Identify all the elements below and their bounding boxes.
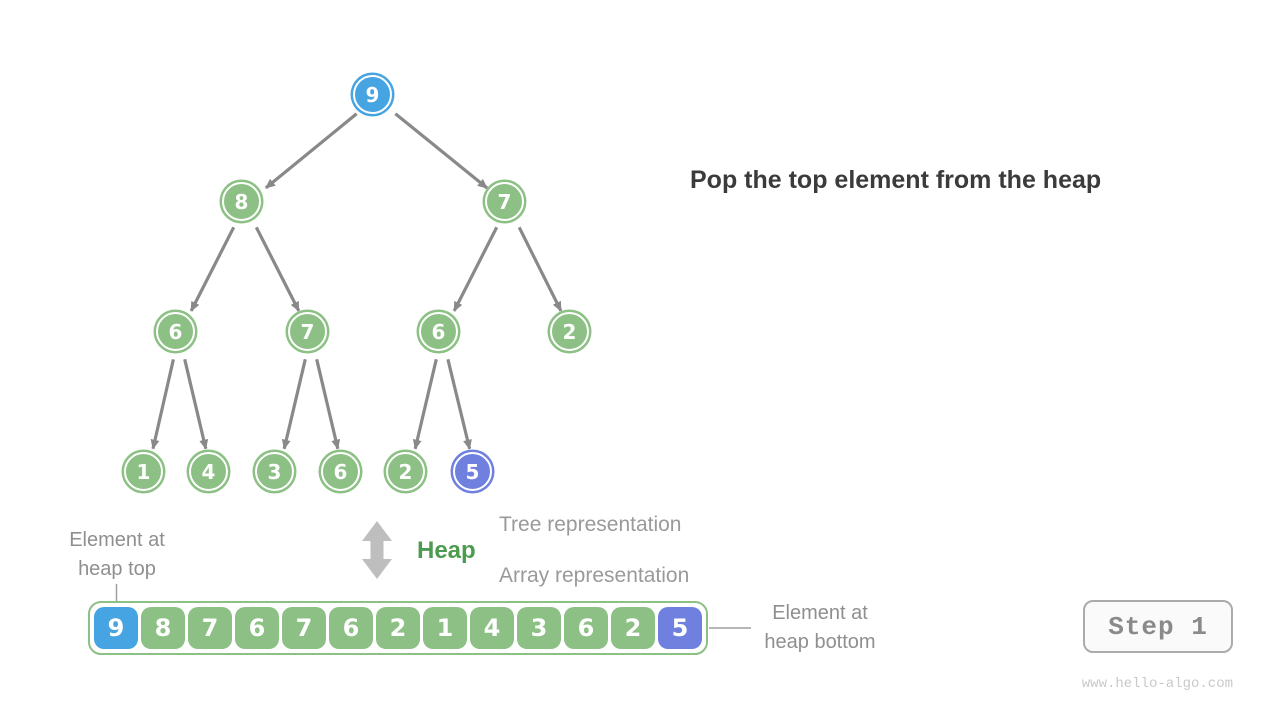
tree-node: 7	[485, 182, 524, 221]
heap-array: 9 8 7 6 7 6 2 1 4 3 6 2 5	[88, 601, 708, 655]
watermark: www.hello-algo.com	[1081, 676, 1233, 692]
array-representation-label: Array representation	[499, 564, 690, 587]
tree-node: 6	[321, 452, 360, 491]
array-cell: 6	[329, 607, 373, 649]
tree-node: 6	[419, 312, 458, 351]
array-cell: 3	[517, 607, 561, 649]
array-cell: 4	[470, 607, 514, 649]
edge-group	[150, 112, 563, 450]
tree-node: 6	[156, 312, 195, 351]
tree-node: 7	[288, 312, 327, 351]
tree-node: 3	[255, 452, 294, 491]
array-cell: 6	[235, 607, 279, 649]
array-cell: 6	[564, 607, 608, 649]
tree-node: 1	[124, 452, 163, 491]
array-cell-heap-bottom: 5	[658, 607, 702, 649]
tree-node-root: 9	[353, 75, 392, 114]
tree-node: 8	[222, 182, 261, 221]
heap-double-arrow-icon	[362, 521, 392, 579]
tree-node: 2	[550, 312, 589, 351]
array-cell-heap-top: 9	[94, 607, 138, 649]
tree-representation-label: Tree representation	[499, 513, 682, 536]
array-cell: 2	[611, 607, 655, 649]
array-cell: 8	[141, 607, 185, 649]
heap-label: Heap	[417, 537, 476, 564]
array-cell: 2	[376, 607, 420, 649]
array-cell: 1	[423, 607, 467, 649]
pointer-connectors	[115, 584, 751, 629]
tree-node: 4	[189, 452, 228, 491]
array-cell: 7	[282, 607, 326, 649]
step-button[interactable]: Step 1	[1083, 600, 1233, 653]
tree-node: 2	[386, 452, 425, 491]
heap-top-annotation: Element at heap top	[69, 529, 165, 580]
page-title: Pop the top element from the heap	[690, 166, 1102, 194]
heap-bottom-annotation: Element at heap bottom	[764, 602, 876, 653]
array-cell: 7	[188, 607, 232, 649]
tree-node-heap-bottom: 5	[453, 452, 492, 491]
